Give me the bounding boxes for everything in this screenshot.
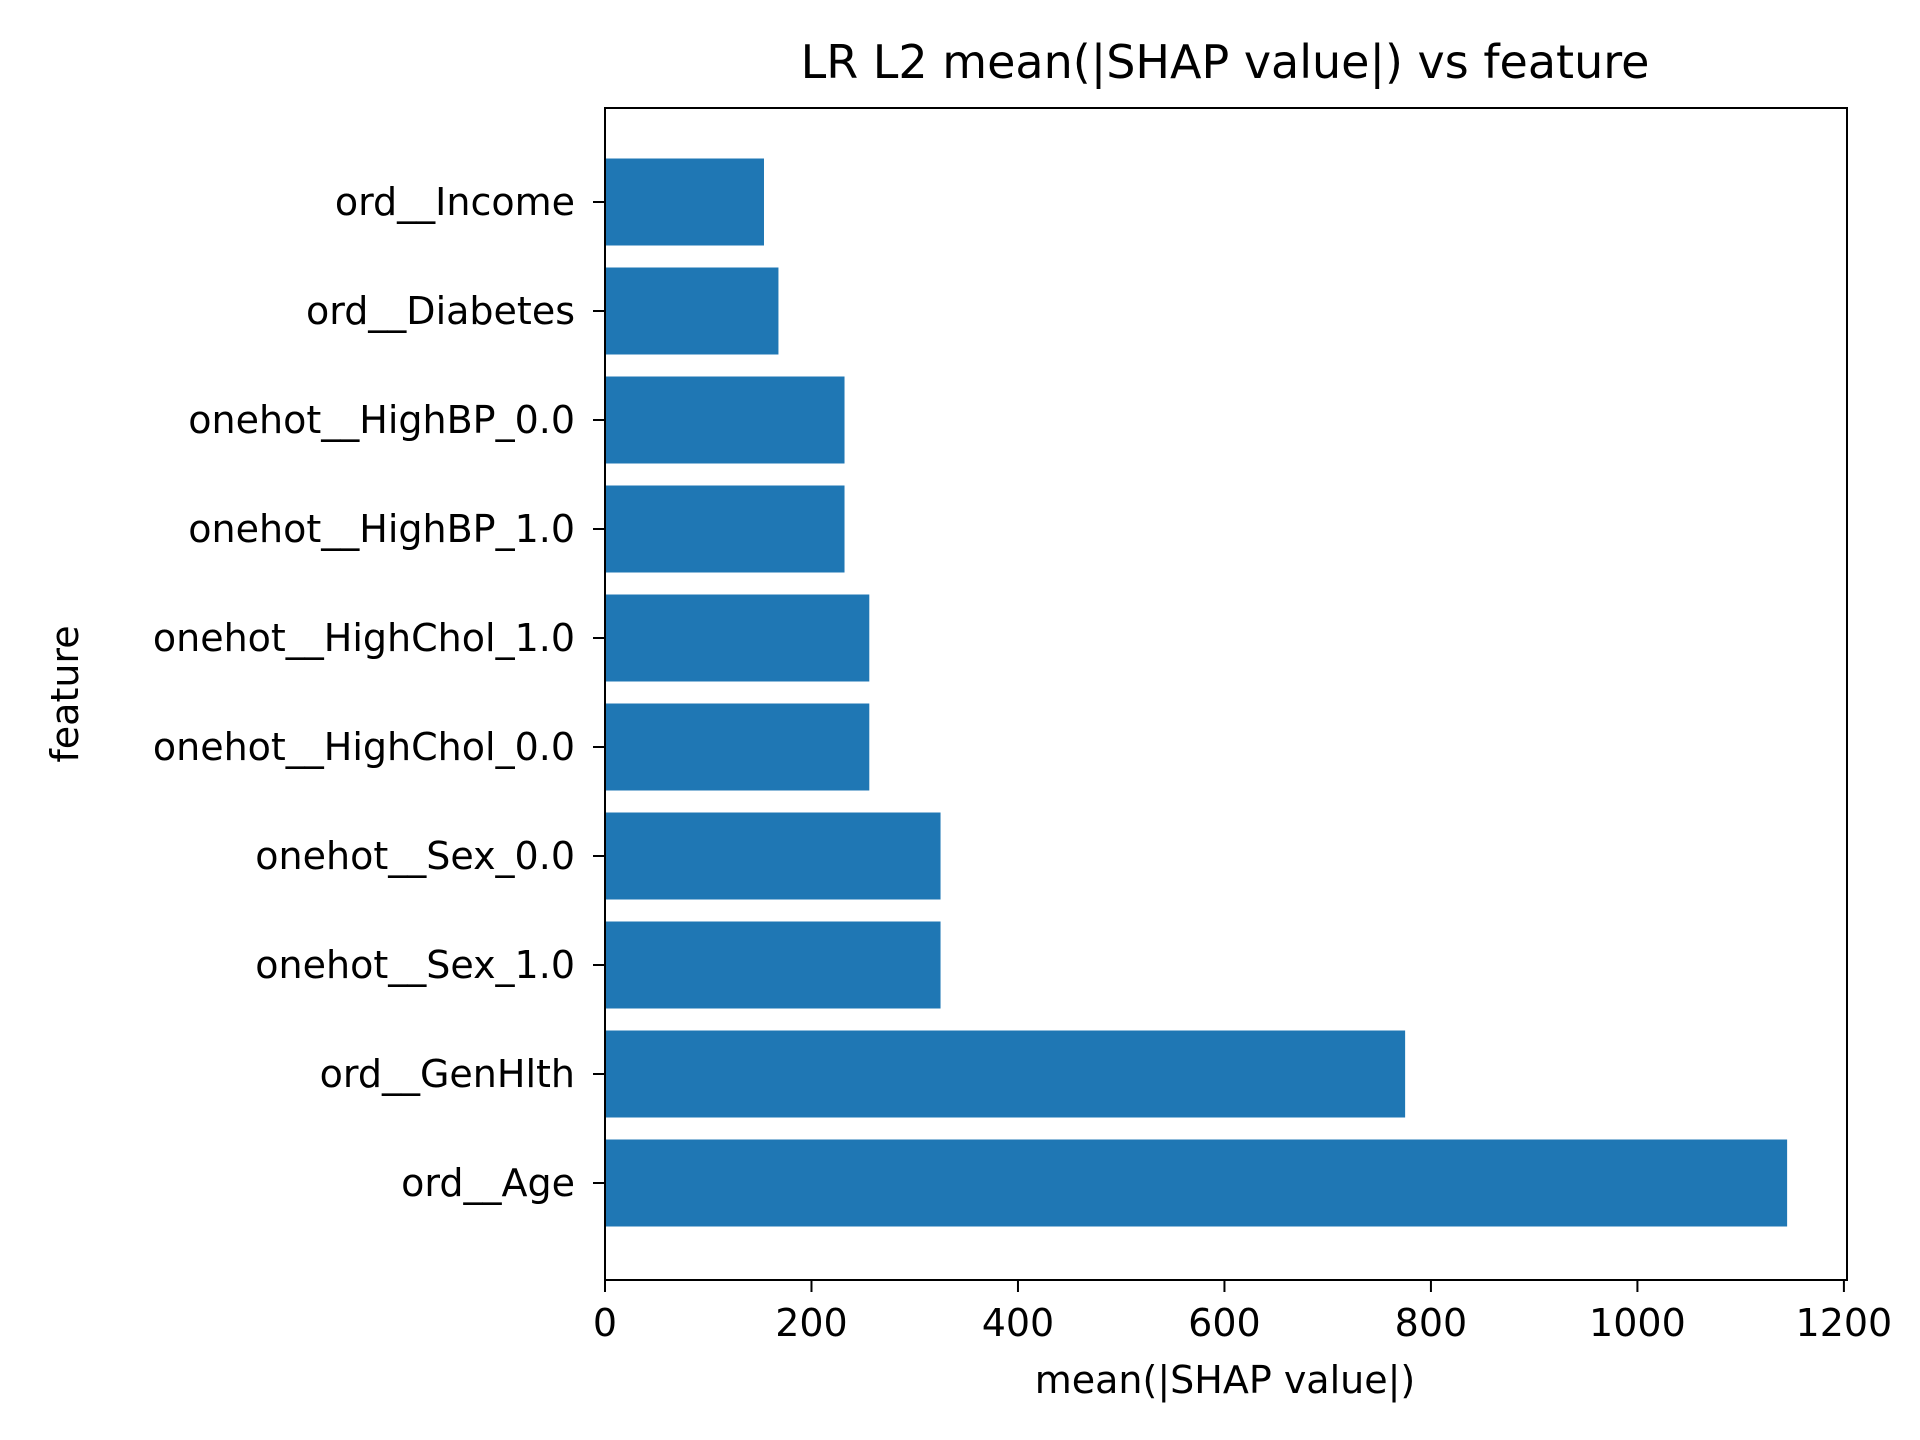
bar-onehot__HighBP_0.0 xyxy=(605,376,845,464)
y-tick-label: onehot__Sex_0.0 xyxy=(255,834,575,878)
x-tick-label: 0 xyxy=(593,1301,617,1345)
bars-group xyxy=(605,158,1788,1227)
y-tick-label: onehot__HighBP_0.0 xyxy=(188,398,575,442)
y-tick-label: onehot__HighChol_1.0 xyxy=(153,616,575,660)
x-tick-label: 600 xyxy=(1188,1301,1261,1345)
chart-title: LR L2 mean(|SHAP value|) vs feature xyxy=(801,35,1650,90)
y-tick-label: onehot__HighBP_1.0 xyxy=(188,507,575,551)
bar-ord__Age xyxy=(605,1139,1788,1227)
y-tick-label: onehot__HighChol_0.0 xyxy=(153,725,575,769)
bar-onehot__Sex_0.0 xyxy=(605,812,941,900)
bar-onehot__HighBP_1.0 xyxy=(605,485,845,573)
y-axis-ticks: ord__Age ord__GenHlth onehot__Sex_1.0 oneho… xyxy=(153,180,605,1205)
y-tick-label: ord__Age xyxy=(401,1161,575,1205)
x-tick-label: 400 xyxy=(982,1301,1055,1345)
x-tick-label: 1000 xyxy=(1589,1301,1686,1345)
y-tick-label: ord__Diabetes xyxy=(306,289,575,333)
plot-area-frame xyxy=(604,107,1848,1281)
y-tick-label: onehot__Sex_1.0 xyxy=(255,943,575,987)
bar-onehot__HighChol_0.0 xyxy=(605,703,870,791)
bar-onehot__HighChol_1.0 xyxy=(605,594,870,682)
x-tick-label: 200 xyxy=(775,1301,848,1345)
bar-onehot__Sex_1.0 xyxy=(605,921,941,1009)
bar-ord__Income xyxy=(605,158,764,246)
bar-ord__Diabetes xyxy=(605,267,779,355)
y-tick-label: ord__Income xyxy=(335,180,575,224)
x-tick-label: 1200 xyxy=(1796,1301,1893,1345)
x-axis-ticks: 0 200 400 600 800 1000 1200 xyxy=(593,1280,1892,1345)
y-axis-label: feature xyxy=(43,625,87,762)
x-tick-label: 800 xyxy=(1395,1301,1468,1345)
x-axis-label: mean(|SHAP value|) xyxy=(1035,1358,1416,1403)
bar-ord__GenHlth xyxy=(605,1030,1406,1118)
y-tick-label: ord__GenHlth xyxy=(320,1052,575,1096)
